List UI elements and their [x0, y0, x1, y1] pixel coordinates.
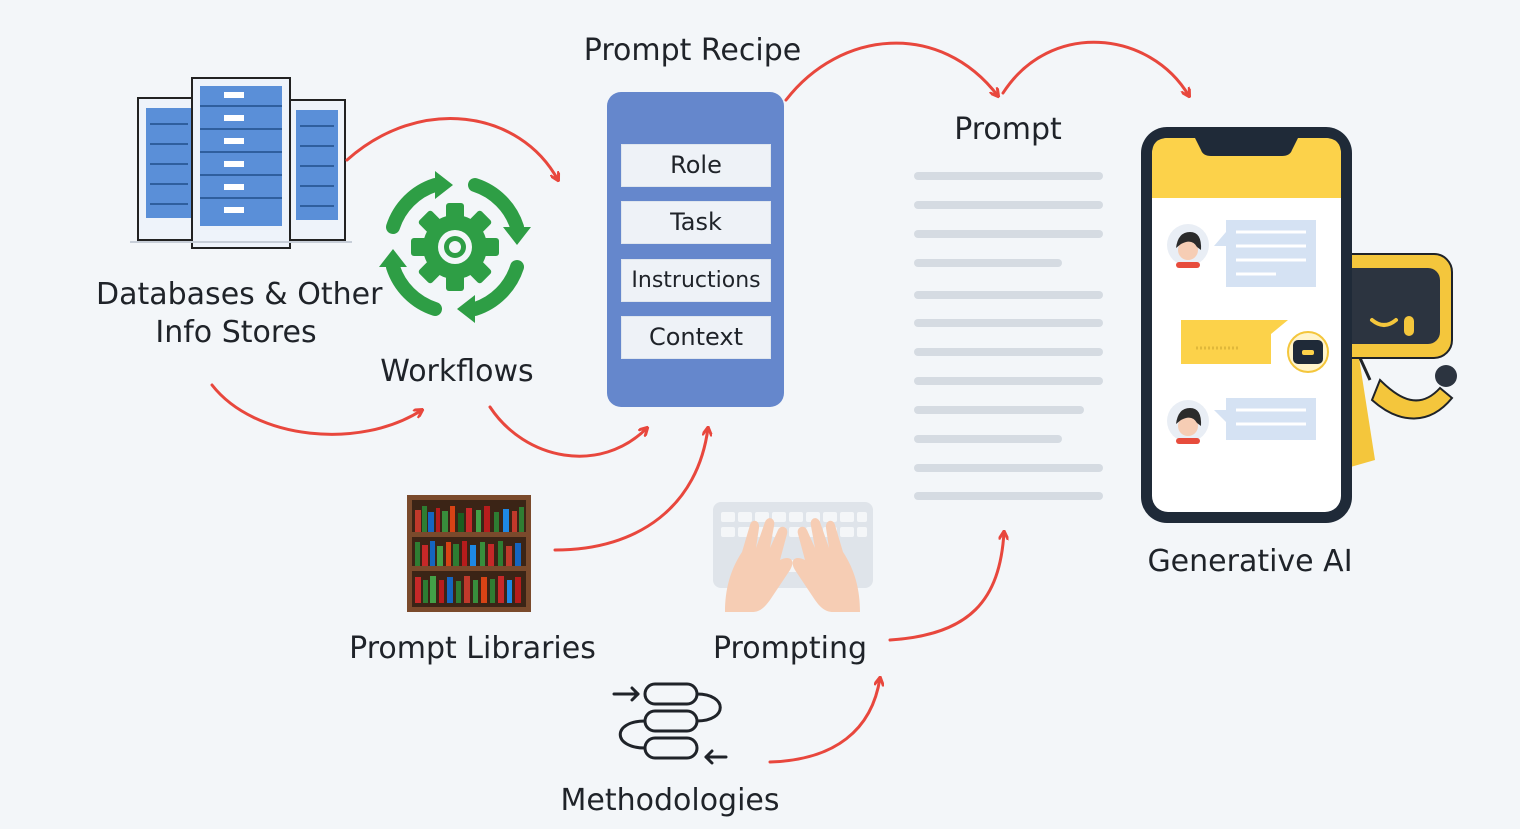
- prompt-recipe-card: [607, 92, 784, 407]
- arrow-methodologies-to-prompting: [768, 678, 880, 764]
- server-racks-icon: [130, 77, 352, 249]
- recipe-item-context: Context: [621, 316, 771, 359]
- recipe-item-instructions: Instructions: [621, 259, 771, 302]
- methodologies-label: Methodologies: [560, 783, 780, 818]
- arrow-libraries-to-recipe: [553, 428, 708, 552]
- smartphone-chat-robot-icon: [1141, 127, 1352, 523]
- bookshelf-icon: [407, 495, 531, 612]
- databases-label-line1: Databases & Other: [96, 277, 383, 312]
- arrow-workflows-to-recipe: [488, 405, 647, 458]
- arrow-recipe-to-prompt: [784, 41, 998, 102]
- recipe-item-role: Role: [621, 144, 771, 187]
- arrow-prompt-to-ai: [1001, 40, 1189, 96]
- prompting-label: Prompting: [712, 631, 867, 666]
- cycle-gear-icon: [379, 171, 531, 323]
- process-flow-icon: [612, 682, 728, 765]
- databases-label-line2: Info Stores: [155, 315, 317, 350]
- prompt-recipe-title: Prompt Recipe: [583, 33, 802, 68]
- recipe-item-task: Task: [621, 201, 771, 244]
- document-lines-icon: [914, 172, 1103, 500]
- prompt-libraries-label: Prompt Libraries: [349, 631, 596, 666]
- generative-ai-label: Generative AI: [1147, 544, 1353, 579]
- keyboard-typing-icon: [713, 502, 873, 612]
- workflows-label: Workflows: [380, 354, 534, 389]
- prompt-title: Prompt: [954, 112, 1062, 147]
- arrow-databases-to-workflows: [210, 383, 422, 436]
- arrow-databases-to-recipe: [345, 117, 558, 180]
- arrow-prompting-to-prompt: [888, 532, 1004, 642]
